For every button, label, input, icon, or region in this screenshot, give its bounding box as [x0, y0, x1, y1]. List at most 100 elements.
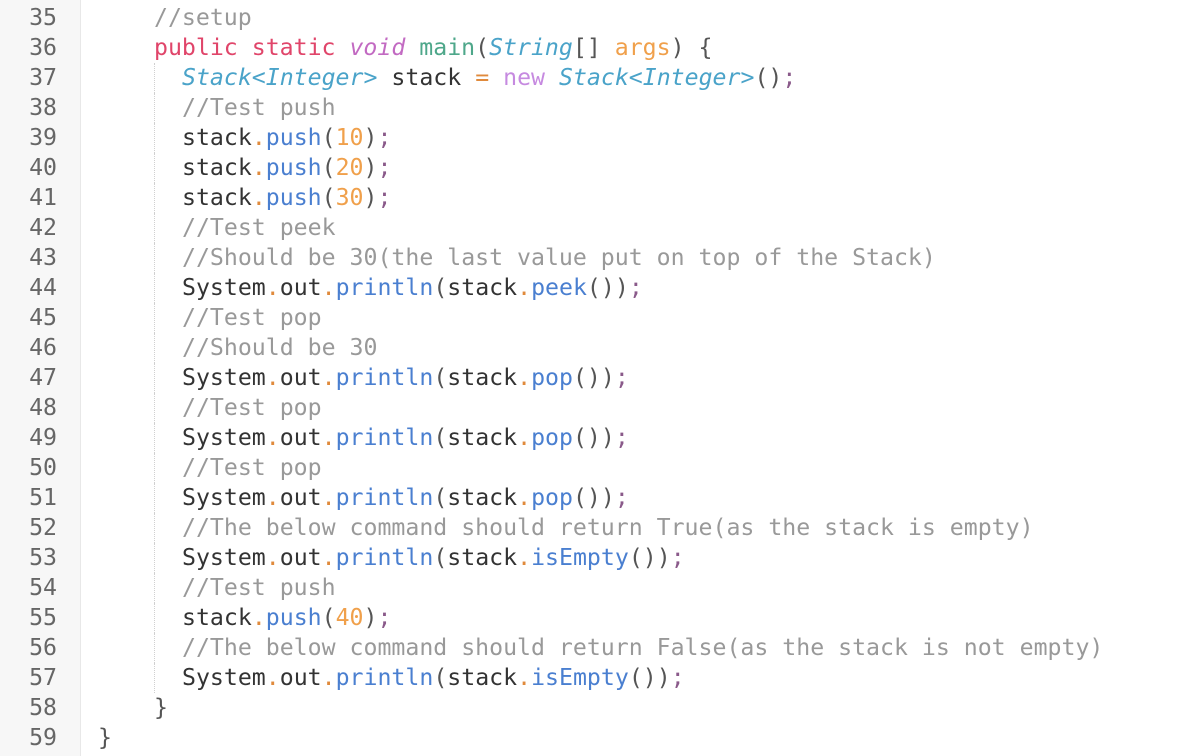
code-token-punct: ()) — [572, 484, 615, 511]
indent-guide — [154, 183, 155, 213]
indent-guide — [154, 213, 155, 243]
code-line[interactable]: 46//Should be 30 — [0, 333, 1200, 363]
code-token-punct: ) — [363, 184, 378, 211]
code-token-comment: //Test pop — [182, 454, 322, 481]
code-token-comment: //Test pop — [182, 304, 322, 331]
code-token-punct: ( — [321, 184, 336, 211]
code-token-punct: ( — [433, 664, 448, 691]
code-token-method: peek — [531, 274, 587, 301]
line-number: 52 — [29, 514, 57, 541]
indent-guide — [154, 153, 155, 183]
line-number: 38 — [29, 94, 57, 121]
code-token-punct: ()) — [572, 424, 615, 451]
code-token-type: String — [489, 34, 573, 61]
code-line[interactable]: 38//Test push — [0, 93, 1200, 123]
code-token-text: out — [279, 664, 322, 691]
code-token-op: . — [321, 364, 336, 391]
code-token-op: . — [517, 484, 532, 511]
code-token-comment: //Test push — [182, 574, 336, 601]
code-line[interactable]: 43 //Should be 30(the last value put on t… — [0, 243, 1200, 273]
code-token-text: stack — [447, 274, 518, 301]
code-token-method: println — [335, 664, 434, 691]
code-token-op: . — [265, 274, 280, 301]
code-line[interactable]: 59} — [0, 723, 1200, 753]
indent-guide — [154, 303, 155, 333]
code-token-punct: ( — [321, 124, 336, 151]
code-token-semi: ; — [782, 64, 797, 91]
code-line[interactable]: 54//Test push — [0, 573, 1200, 603]
line-number: 43 — [29, 244, 57, 271]
code-line[interactable]: 48//Test pop — [0, 393, 1200, 423]
code-content: stack.push(30); — [182, 183, 391, 213]
code-token-semi: ; — [628, 274, 643, 301]
code-line[interactable]: 50//Test pop — [0, 453, 1200, 483]
code-line[interactable]: 42//Test peek — [0, 213, 1200, 243]
code-token-op: . — [321, 274, 336, 301]
code-content: //Test push — [182, 573, 336, 603]
code-token-new: new — [503, 64, 546, 91]
code-token-method: pop — [531, 484, 573, 511]
code-token-comment: //Should be 30 — [182, 334, 378, 361]
code-line[interactable]: 45 //Test pop — [0, 303, 1200, 333]
code-token-text: stack — [182, 604, 252, 631]
code-token-func: main — [419, 34, 476, 61]
code-line[interactable]: 58} — [0, 693, 1200, 723]
code-token-semi: ; — [614, 424, 629, 451]
code-token-text: stack — [377, 64, 476, 91]
code-content: //Should be 30(the last value put on top… — [182, 243, 936, 273]
code-token-method: isEmpty — [531, 664, 629, 691]
code-token-op: . — [251, 604, 266, 631]
code-token-op: . — [517, 424, 532, 451]
code-token-text: stack — [447, 544, 518, 571]
line-number: 58 — [29, 694, 57, 721]
code-token-text — [545, 64, 559, 91]
code-token-text: out — [279, 364, 322, 391]
code-token-text: out — [279, 484, 322, 511]
code-token-punct: ()) — [628, 544, 671, 571]
indent-guide — [154, 663, 155, 693]
code-token-punct: ( — [433, 364, 448, 391]
code-token-text: stack — [447, 664, 518, 691]
line-number-gutter — [0, 0, 80, 756]
code-token-punct: ( — [433, 424, 448, 451]
code-line[interactable]: 52//The below command should return True… — [0, 513, 1200, 543]
indent-guide — [154, 543, 155, 573]
code-token-number: 10 — [335, 124, 364, 151]
code-token-method: println — [335, 544, 434, 571]
code-token-op: . — [265, 364, 280, 391]
code-token-type: Stack<Integer> — [558, 64, 755, 91]
code-token-method: push — [265, 124, 322, 151]
code-line[interactable]: 35//setup — [0, 3, 1200, 33]
code-token-comment: //Should be 30(the last value put on top… — [182, 244, 936, 271]
code-content: public static void main(String[] args) { — [154, 33, 713, 63]
code-token-keyword: public — [154, 34, 238, 61]
indent-guide — [154, 483, 155, 513]
code-token-punct: ( — [321, 154, 336, 181]
line-number: 44 — [29, 274, 57, 301]
code-token-text: System — [182, 424, 266, 451]
line-number: 45 — [29, 304, 57, 331]
code-token-method: pop — [531, 424, 573, 451]
line-number: 56 — [29, 634, 57, 661]
code-content: Stack<Integer> stack = new Stack<Integer… — [182, 63, 796, 93]
code-token-text: stack — [447, 484, 518, 511]
code-line[interactable]: 56//The below command should return Fals… — [0, 633, 1200, 663]
code-token-op: . — [321, 484, 336, 511]
indent-guide — [154, 513, 155, 543]
code-token-comment: //setup — [154, 4, 252, 31]
code-content: } — [98, 723, 112, 753]
